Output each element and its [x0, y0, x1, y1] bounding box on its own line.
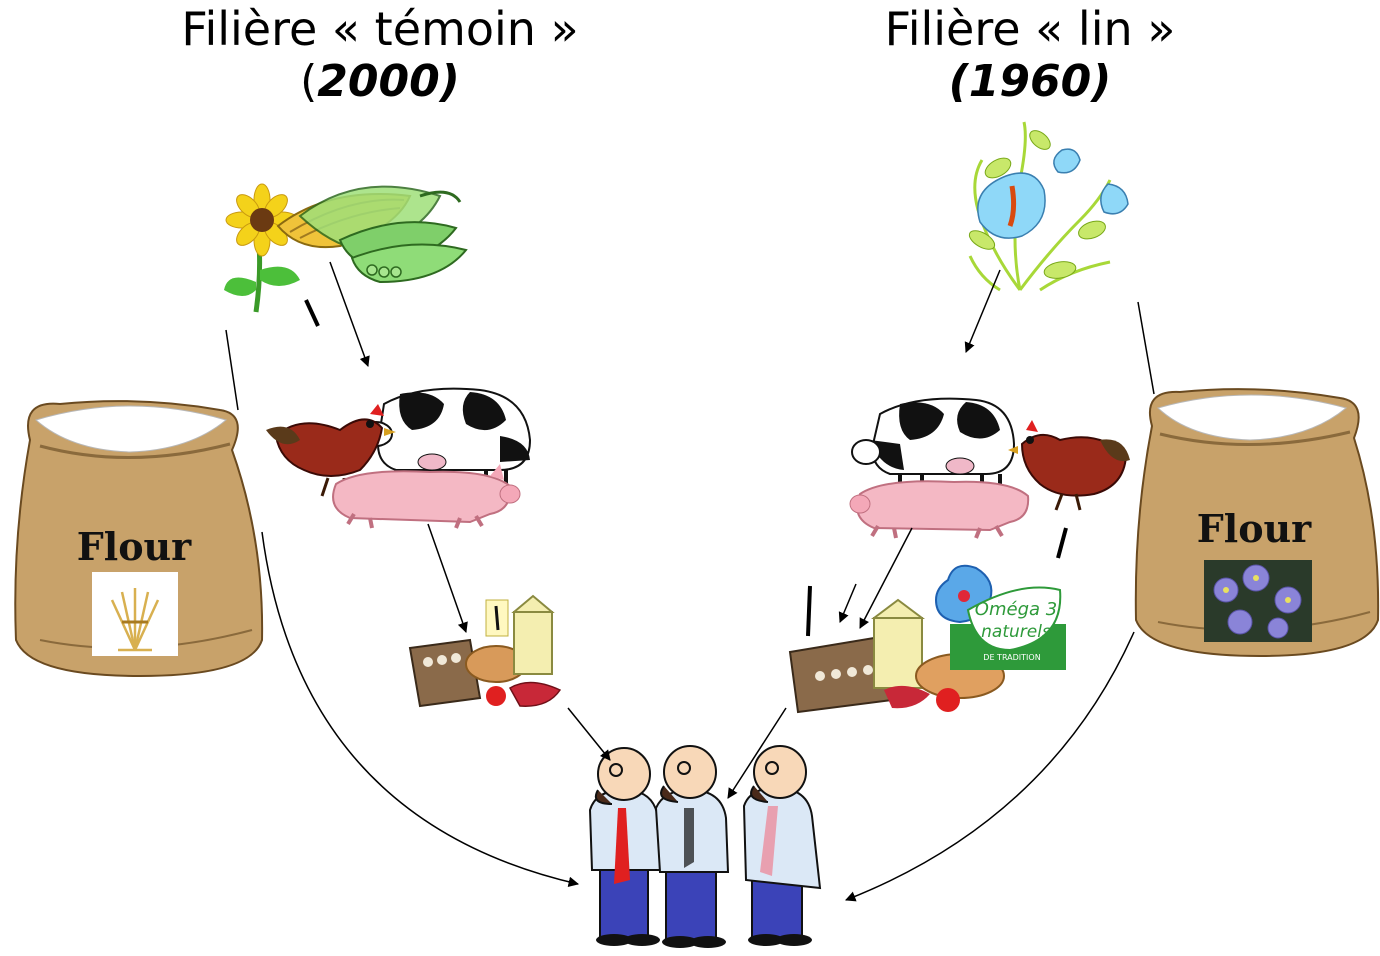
consumer-man-3 — [744, 746, 820, 946]
tick-left-crops — [306, 300, 318, 326]
flour-bag-right-label: Flour — [1197, 506, 1312, 551]
arrow-animals-to-food-left — [428, 524, 466, 632]
connector-right-sack — [1138, 302, 1154, 394]
arrow-flour-to-consumers-left — [262, 532, 578, 884]
arrow-food-to-consumers-left — [568, 708, 610, 760]
omega-logo-line2: naturels — [981, 622, 1051, 642]
arrow-crops-to-animals-left — [330, 262, 368, 366]
arrow-flax-to-animals-right — [966, 270, 1000, 352]
consumers-icon — [590, 746, 820, 948]
omega-3-logo: Oméga 3 naturels DE TRADITION — [936, 566, 1066, 670]
connector-left-sack — [226, 330, 238, 410]
pig-icon-right — [850, 481, 1028, 538]
omega-logo-line3: DE TRADITION — [983, 653, 1040, 662]
consumer-man-1 — [590, 748, 660, 946]
pig-icon — [333, 464, 520, 528]
flour-bag-left: Flour — [15, 401, 262, 676]
food-products-icon — [410, 596, 560, 706]
tick-right-food — [808, 586, 810, 636]
omega-logo-line1: Oméga 3 — [975, 599, 1057, 620]
flour-bag-right: Flour — [1136, 389, 1378, 656]
flour-bag-left-label: Flour — [77, 524, 192, 569]
tick-right-sack — [1058, 528, 1066, 558]
flax-plant-icon — [966, 122, 1128, 290]
sunflower-icon — [224, 184, 300, 312]
arrow-extra-right — [840, 584, 856, 622]
consumer-man-2 — [656, 746, 728, 948]
cow-icon-right — [852, 399, 1014, 490]
